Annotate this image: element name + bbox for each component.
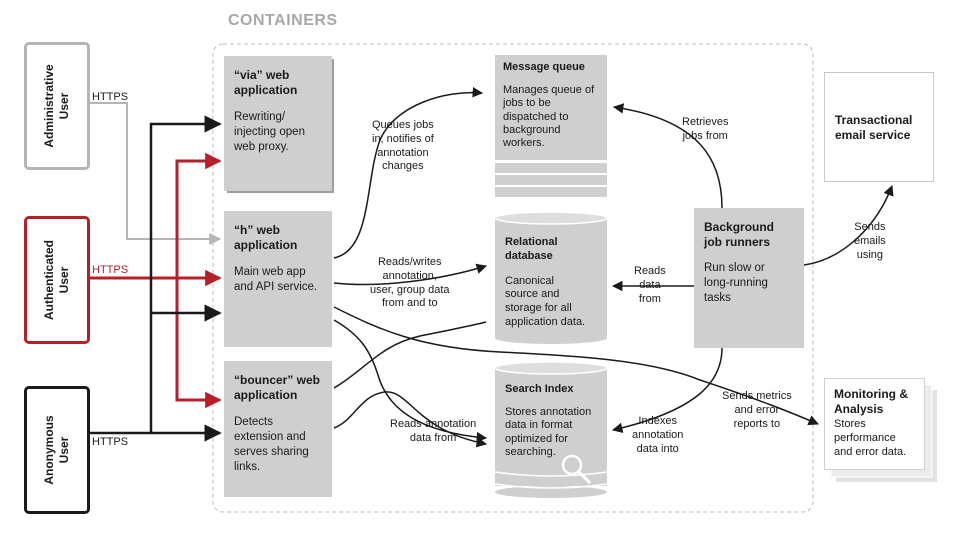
monitoring-box: Monitoring & Analysis Stores performance… [824,378,925,470]
h-to-queue-arrow [333,87,484,259]
bouncer-to-db-line [333,321,487,389]
relational-database-text: Relational database Canonical source and… [505,236,605,330]
queue-slab [495,163,607,173]
edge-label-retrieves-jobs: Retrieves jobs from [682,116,729,142]
workers-to-search-arrow [611,347,723,433]
auth-https-label: HTTPS [92,264,129,276]
email-service-title: Transactional email service [835,113,913,142]
message-queue-box: Message queue Manages queue of jobs to b… [495,55,607,160]
authenticated-user-label: Authenticated User [42,239,71,321]
workers-to-queue-arrow [612,103,723,209]
message-queue-title: Message queue [503,61,585,73]
via-app-box: “via” web application Rewriting/ injecti… [224,56,332,191]
queue-slab [495,175,607,185]
job-runners-title: Background job runners [704,220,775,249]
edge-label-reads-data: Reads data from [634,265,666,305]
anon-https-label: HTTPS [92,436,129,448]
background-job-runners-box: Background job runners Run slow or long-… [694,208,804,348]
admin-https-label: HTTPS [92,91,129,103]
auth-to-via-arrow [175,152,222,278]
relational-database-title: Relational database [505,236,558,262]
anonymous-user-box: Anonymous User [24,386,90,514]
h-app-title: “h” web application [234,223,298,252]
email-service-box: Transactional email service [824,72,934,182]
edge-label-sends-metrics: Sends metrics and error reports to [722,390,792,430]
search-index-cylinder [494,361,608,498]
administrative-user-box: Administrative User [24,42,90,170]
bouncer-to-search-arrow [333,391,488,448]
anonymous-user-label: Anonymous User [42,415,71,485]
h-app-box: “h” web application Main web app and API… [224,211,332,347]
h-app-desc: Main web app and API service. [234,266,318,293]
diagram-title: CONTAINERS [228,12,338,29]
bouncer-app-desc: Detects extension and serves sharing lin… [234,416,309,473]
message-queue-desc: Manages queue of jobs to be dispatched t… [503,83,595,150]
monitoring-title: Monitoring & Analysis [834,387,908,416]
via-app-desc: Rewriting/ injecting open web proxy. [234,111,305,153]
edge-label-queues-jobs: Queues jobs in; notifies of annotation c… [372,119,434,173]
h-to-search-arrow [333,319,488,443]
monitoring-desc: Stores performance and error data. [834,418,907,458]
bouncer-app-box: “bouncer” web application Detects extens… [224,361,332,497]
edge-label-reads-annotation: Reads annotation data from [390,418,477,444]
administrative-user-label: Administrative User [42,64,71,148]
search-index-desc: Stores annotation data in format optimiz… [505,405,592,458]
bouncer-app-title: “bouncer” web application [234,373,321,402]
edge-label-reads-writes: Reads/writes annotation, user, group dat… [370,256,450,310]
authenticated-user-box: Authenticated User [24,216,90,344]
edge-label-sends-emails: Sends emails using [854,221,886,261]
relational-database-cylinder [494,211,608,344]
search-index-text: Search Index Stores annotation data in f… [505,383,605,459]
magnifier-icon [561,454,592,485]
admin-https-arrow [87,102,222,245]
edge-label-indexes: Indexes annotation data into [632,415,684,455]
search-index-title: Search Index [505,383,574,395]
job-runners-desc: Run slow or long-running tasks [704,262,768,304]
via-app-title: “via” web application [234,68,298,97]
auth-to-bouncer-arrow [175,278,222,409]
h-to-db-arrow [333,263,488,286]
h-to-monitoring-arrow [333,306,819,426]
relational-database-desc: Canonical source and storage for all app… [505,274,586,328]
anon-to-via-arrow [149,115,222,433]
workers-to-email-arrow [803,185,894,266]
queue-slab [495,187,607,197]
